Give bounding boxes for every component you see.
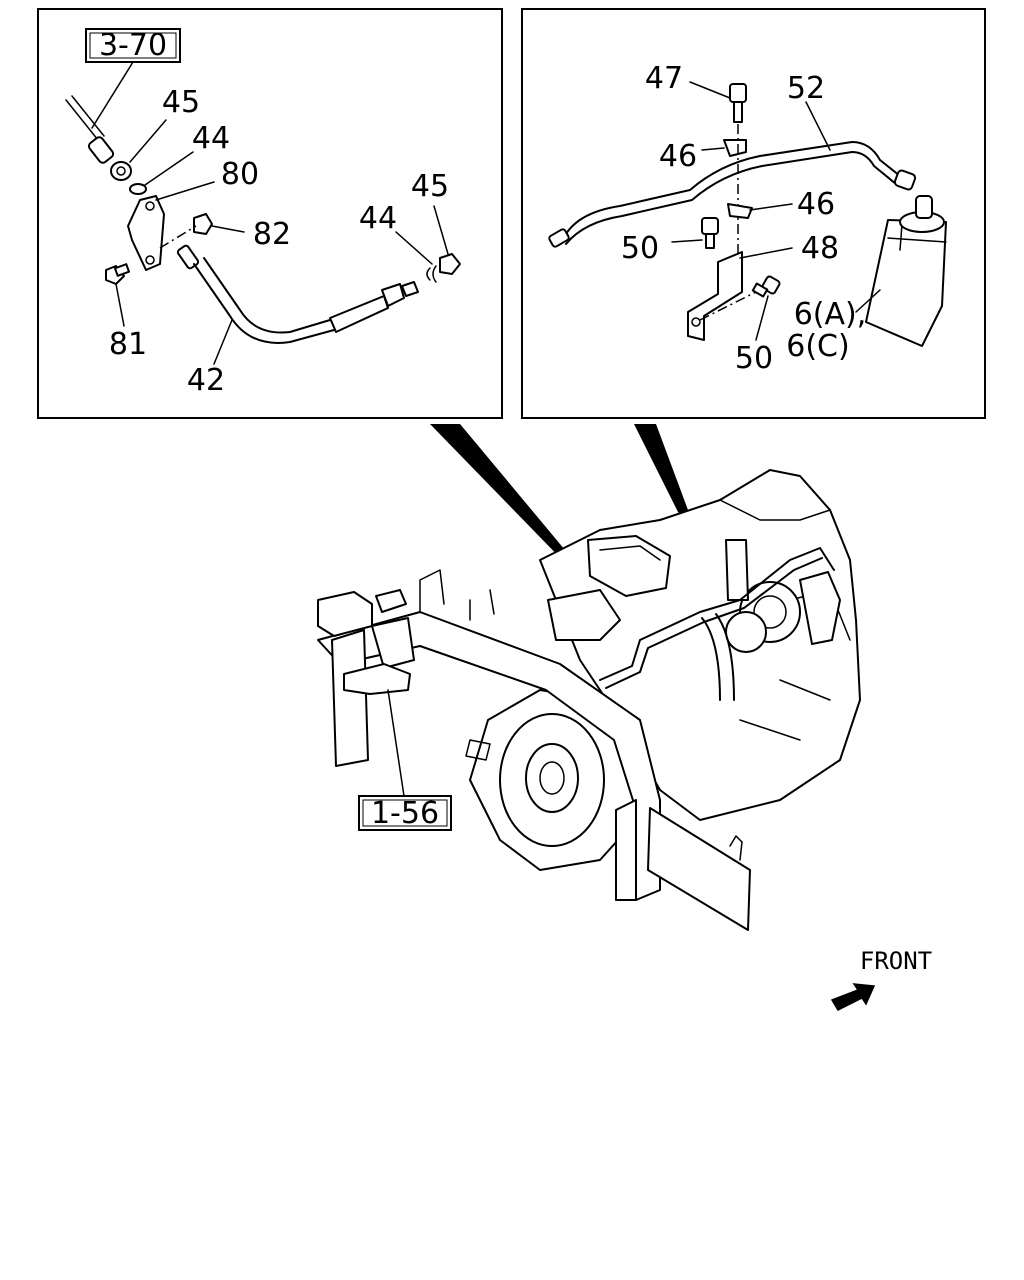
bracket-48 [687, 251, 743, 341]
callout-46-lower: 46 [797, 187, 835, 222]
turbocharger [725, 571, 841, 653]
ref-box-label: 3-70 [99, 28, 167, 63]
callout-6a: 6(A), [794, 297, 867, 332]
nut-45-lower [439, 253, 461, 275]
bolt-81 [105, 263, 131, 285]
front-indicator: FRONT [830, 947, 932, 1011]
mount-bracket [317, 589, 415, 767]
callout-48: 48 [801, 231, 839, 266]
callout-82: 82 [253, 217, 291, 252]
clip-46-lower [727, 203, 753, 219]
bolt-47 [729, 83, 747, 123]
callout-45-lower: 45 [411, 169, 449, 204]
left-detail-panel: 3-70 45 44 80 [37, 8, 503, 419]
callout-52: 52 [787, 71, 825, 106]
frame-rail [317, 569, 661, 901]
callout-45: 45 [162, 85, 200, 120]
callout-44: 44 [192, 121, 230, 156]
front-label: FRONT [860, 947, 932, 975]
callout-50-lower: 50 [735, 341, 773, 376]
bolt-50-lower [751, 275, 781, 298]
washer-44-upper [129, 183, 147, 195]
leader-line [91, 61, 134, 129]
callout-81: 81 [109, 327, 147, 362]
callout-42: 42 [187, 363, 225, 398]
right-detail-panel: 47 46 52 46 50 [521, 8, 986, 419]
ref-box-1-56[interactable]: 1-56 [358, 795, 452, 831]
ref-box-label: 1-56 [371, 796, 439, 831]
callout-47: 47 [645, 61, 683, 96]
pipe-42 [176, 244, 419, 344]
cable-end [65, 95, 115, 164]
callout-6c: 6(C) [786, 329, 849, 364]
canister-6 [865, 195, 947, 347]
callout-50-upper: 50 [621, 231, 659, 266]
nut-82 [193, 213, 213, 235]
callout-80: 80 [221, 157, 259, 192]
washer-44-lower [426, 265, 437, 283]
bolt-50-upper [701, 217, 719, 249]
nut-45-upper [110, 161, 132, 181]
pipe-52 [548, 141, 917, 248]
callout-46-upper: 46 [659, 139, 697, 174]
engine-assembly [317, 469, 861, 931]
front-arrow-icon [830, 983, 876, 1011]
left-panel-frame [37, 8, 503, 419]
ref-box-3-70[interactable]: 3-70 [85, 28, 181, 63]
callout-44-lower: 44 [359, 201, 397, 236]
